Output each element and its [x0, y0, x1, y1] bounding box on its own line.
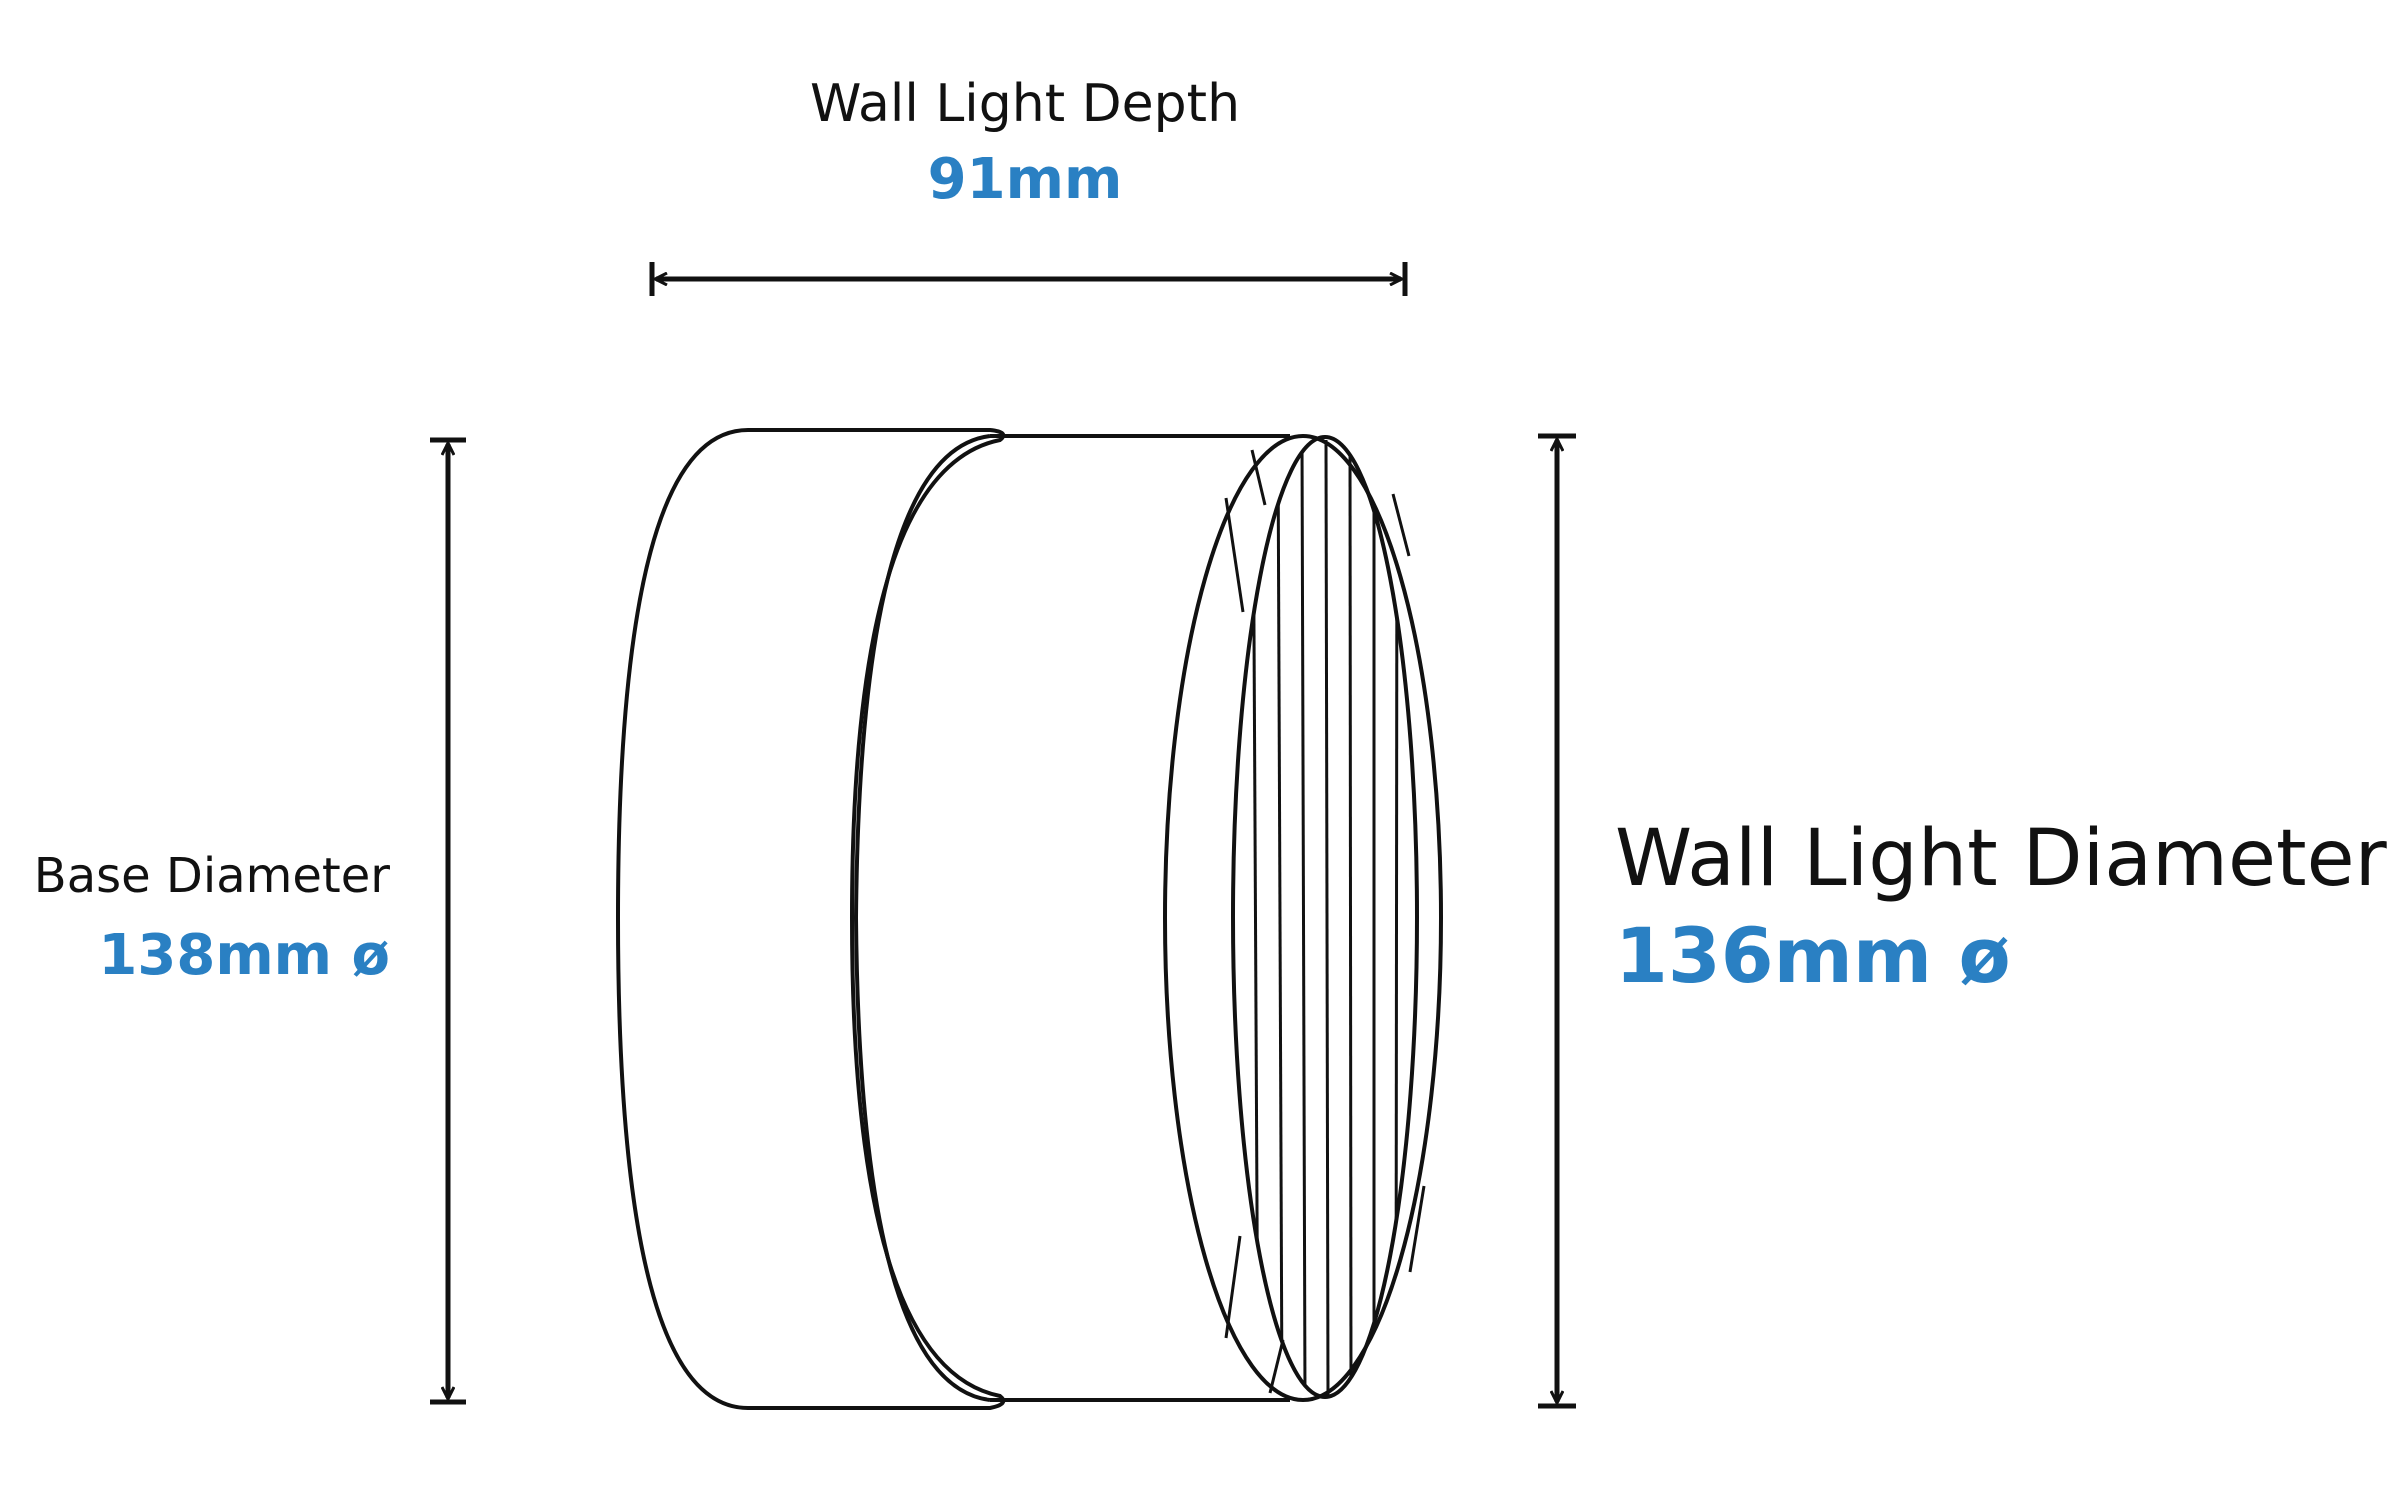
base-section [615, 428, 1006, 1410]
wall-light-drawing [615, 428, 1443, 1410]
depth-dimension-arrow [649, 262, 1408, 296]
depth-value: 91mm [927, 147, 1123, 212]
wall-diameter-value: 136mm ø [1615, 911, 2011, 1000]
wall-diameter-label: Wall Light Diameter [1615, 814, 2387, 904]
front-face-rim [1163, 434, 1443, 1402]
front-section [853, 434, 1290, 1402]
base-diameter-label: Base Diameter [33, 848, 390, 904]
depth-label: Wall Light Depth [809, 74, 1241, 134]
wall-diameter-arrow [1538, 433, 1576, 1409]
base-diameter-arrow [430, 437, 466, 1405]
base-diameter-value: 138mm ø [98, 923, 390, 988]
